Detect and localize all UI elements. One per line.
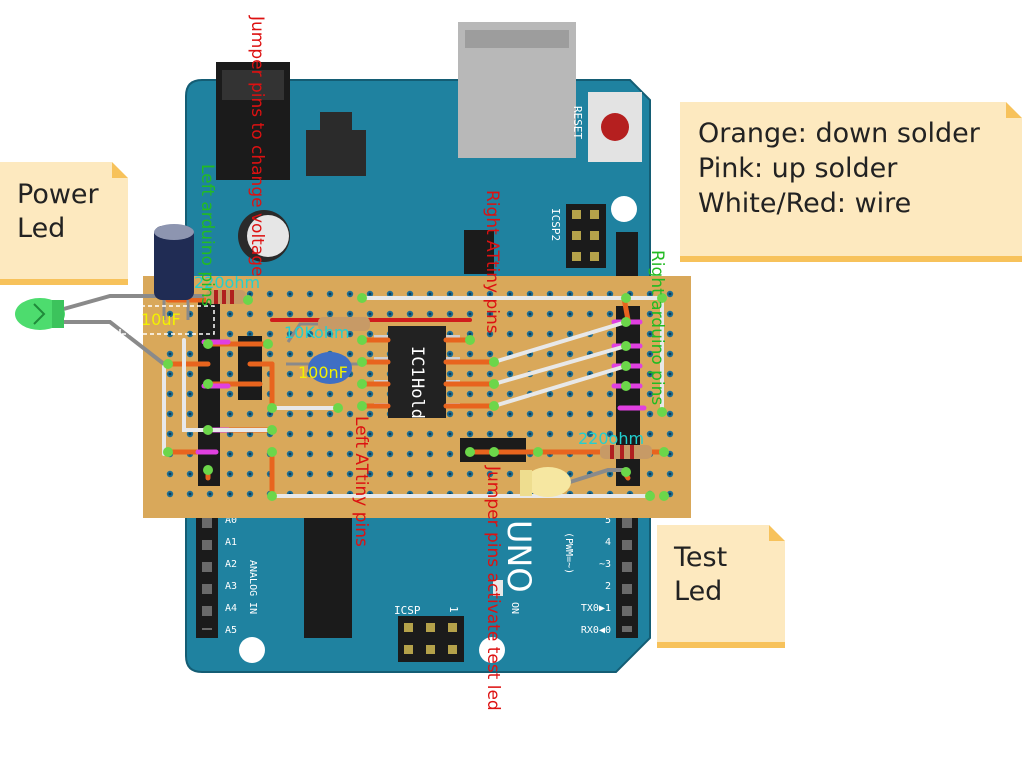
test-led-note: Test Led bbox=[657, 525, 785, 642]
jumper-voltage-annotation: Jumper pins to change voltage bbox=[247, 15, 267, 277]
res-220-right-label: 220ohm bbox=[578, 429, 644, 448]
resistor-10k bbox=[286, 317, 370, 343]
reset-label: RESET bbox=[571, 106, 584, 139]
ic1-label: IC1 bbox=[407, 346, 427, 377]
legend-line-pink: Pink: up solder bbox=[698, 153, 898, 184]
pin-d0: RX0◀0 bbox=[581, 625, 611, 636]
power-led-note: Power Led bbox=[0, 162, 128, 279]
chip-small bbox=[464, 230, 494, 274]
pin-d2: 2 bbox=[605, 581, 611, 592]
cap-10uf-label: 10uF bbox=[141, 310, 181, 329]
legend-note: Orange: down solder Pink: up solder Whit… bbox=[680, 102, 1022, 256]
left-arduino-header bbox=[198, 298, 220, 486]
resistor-220-top bbox=[206, 290, 246, 304]
jumper-test-led-annotation: Jumper pins activate test led bbox=[483, 465, 503, 711]
atmega-chip bbox=[304, 508, 352, 638]
pin-d3: ~3 bbox=[599, 559, 611, 570]
pin-a3: A3 bbox=[225, 581, 237, 592]
mount-hole bbox=[611, 196, 637, 222]
power-led-note-text: Power Led bbox=[17, 179, 99, 244]
cap-100nf-label: 100nF bbox=[298, 363, 348, 382]
pin-a2: A2 bbox=[225, 559, 237, 570]
voltage-regulator bbox=[306, 130, 366, 176]
icsp-header bbox=[398, 616, 464, 662]
electrolytic-capacitor-10uf bbox=[119, 224, 215, 335]
uno-logo: UNO bbox=[500, 520, 538, 593]
digital-header bbox=[616, 512, 638, 638]
top-header bbox=[616, 232, 638, 280]
test-led bbox=[520, 467, 628, 497]
pin-a0: A0 bbox=[225, 515, 237, 526]
icsp-label: ICSP bbox=[394, 604, 421, 617]
on-label: ON bbox=[509, 602, 520, 614]
pin-d1: TX0▶1 bbox=[581, 603, 611, 614]
pin-a5: A5 bbox=[225, 625, 237, 636]
mount-hole bbox=[239, 637, 265, 663]
legend-text: Orange: down solder Pink: up solder Whit… bbox=[698, 116, 980, 221]
pwm-label: (PWM=~) bbox=[563, 532, 574, 574]
icsp-pin1-label: 1 bbox=[447, 606, 460, 613]
res-10k-label: 10Kohm bbox=[284, 323, 350, 342]
res-220-top-label: 220ohm bbox=[194, 273, 260, 292]
pin-d5: 5 bbox=[605, 515, 611, 526]
ic1-value: Hold bbox=[407, 378, 427, 419]
legend-line-wire: White/Red: wire bbox=[698, 188, 912, 219]
voltage-jumper-header bbox=[238, 336, 262, 400]
pin-d4: 4 bbox=[605, 537, 611, 548]
right-attiny-pins-annotation: Right ATtiny pins bbox=[482, 190, 502, 334]
analog-header bbox=[196, 512, 218, 638]
solder-joints bbox=[163, 293, 669, 501]
right-arduino-pins-annotation: Right arduino pins bbox=[647, 250, 667, 405]
test-led-note-text: Test Led bbox=[674, 542, 728, 607]
icsp2-label: ICSP2 bbox=[549, 208, 562, 241]
analog-in-label: ANALOG IN bbox=[247, 560, 258, 614]
pin-a4: A4 bbox=[225, 603, 237, 614]
mount-hole bbox=[479, 637, 505, 663]
left-arduino-pins-annotation: Left arduino pins bbox=[197, 164, 217, 307]
legend-line-orange: Orange: down solder bbox=[698, 118, 980, 149]
pin-a1: A1 bbox=[225, 537, 237, 548]
white-wires bbox=[162, 296, 664, 498]
resistor-220-right bbox=[600, 445, 652, 459]
left-attiny-pins-annotation: Left ATtiny pins bbox=[351, 416, 371, 547]
